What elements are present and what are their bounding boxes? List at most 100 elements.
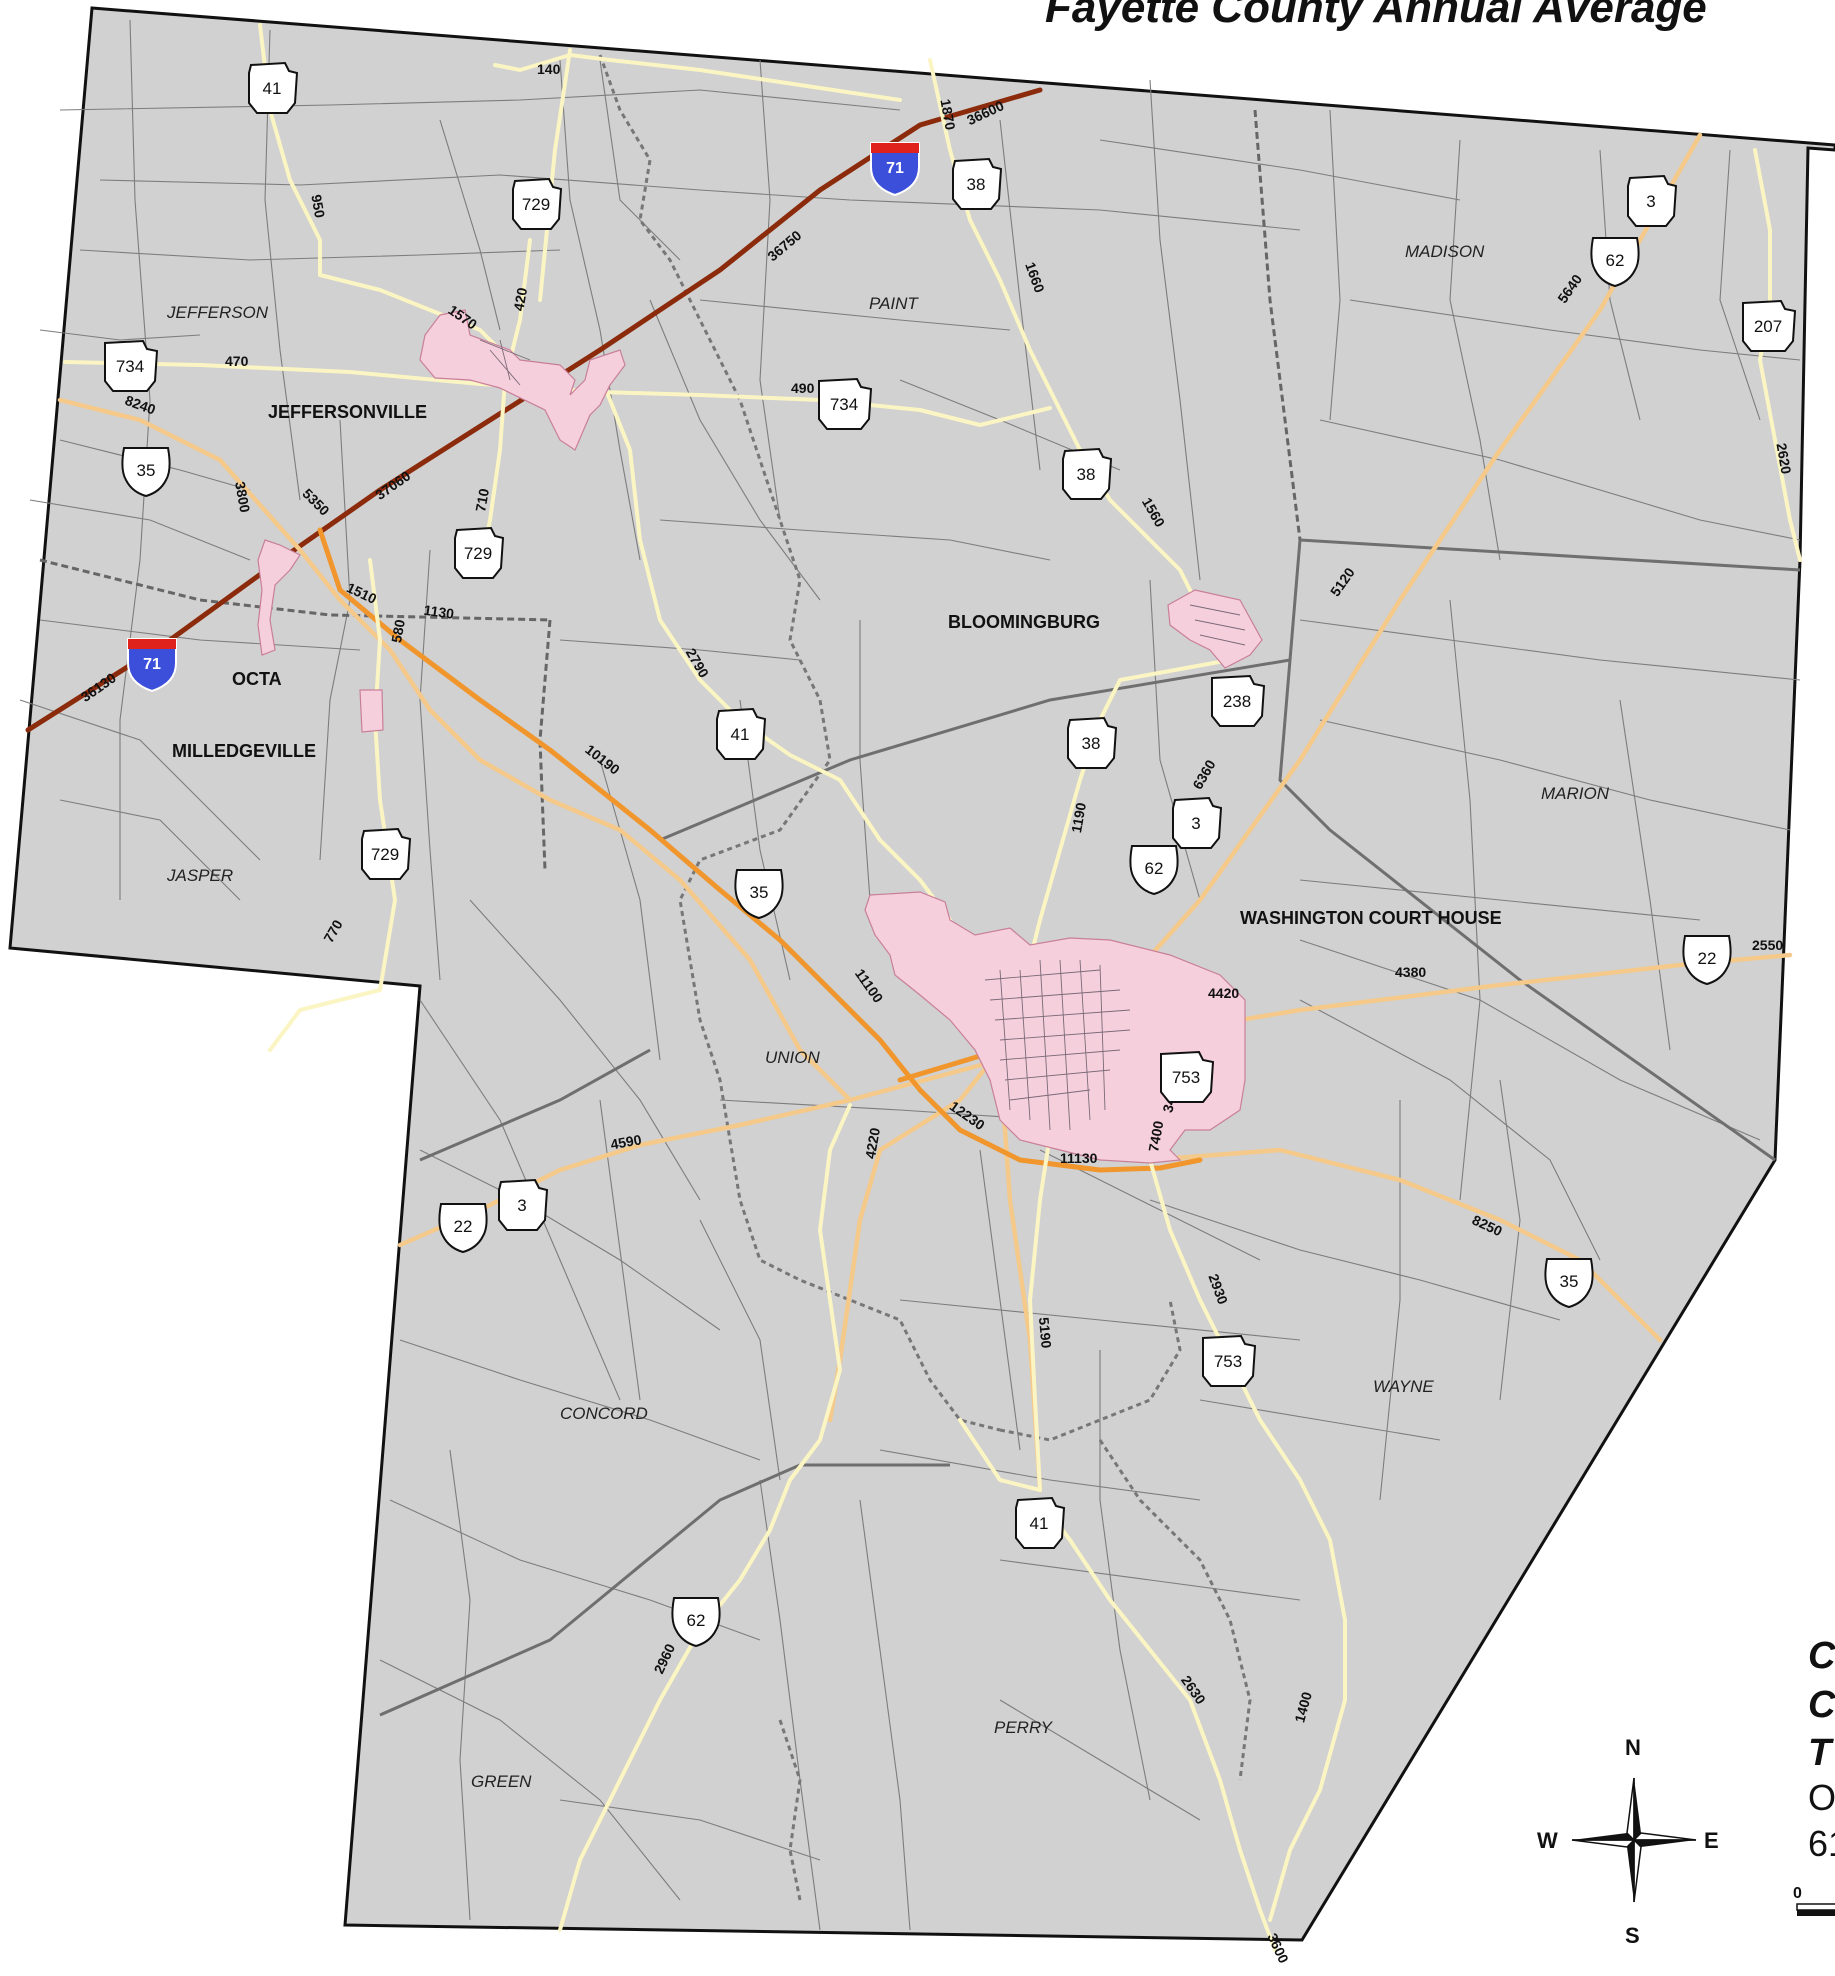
state-route-shield: 734	[104, 339, 159, 392]
township-boundaries	[39, 109, 1302, 871]
state-route-shield: 207	[1742, 299, 1797, 352]
traffic-count: 420	[510, 286, 530, 312]
township-label: PERRY	[994, 1718, 1054, 1737]
svg-text:729: 729	[464, 544, 492, 563]
traffic-count: 3800	[232, 480, 253, 514]
traffic-count: 1400	[1291, 1690, 1315, 1724]
svg-text:734: 734	[116, 357, 144, 376]
traffic-count: 470	[225, 353, 249, 369]
svg-text:41: 41	[1030, 1514, 1049, 1533]
shield-number: 71	[886, 160, 904, 177]
us-route-shield: 62	[1590, 237, 1640, 288]
traffic-count: 7400	[1145, 1119, 1166, 1153]
township-label: MARION	[1541, 784, 1610, 803]
us-route-shield: 35	[121, 447, 171, 498]
state-route-shield: 729	[512, 177, 563, 230]
us-route-shield: 35	[734, 869, 784, 920]
interstate-71-shield: 71	[870, 142, 920, 197]
township-label: JASPER	[166, 866, 233, 885]
svg-text:62: 62	[1145, 859, 1164, 878]
us-route-shield: 22	[438, 1203, 488, 1254]
svg-text:61: 61	[1808, 1823, 1835, 1864]
scale-bar: 0	[1793, 1885, 1835, 1916]
township-labels: JEFFERSON PAINT MADISON MARION JASPER UN…	[166, 242, 1610, 1791]
state-route-shield: 38	[1062, 447, 1113, 500]
place-labels: JEFFERSONVILLE BLOOMINGBURG OCTA MILLEDG…	[172, 402, 1502, 928]
traffic-count: 710	[472, 487, 492, 513]
svg-text:238: 238	[1223, 692, 1251, 711]
svg-text:38: 38	[1077, 465, 1096, 484]
state-route-shield: 238	[1211, 674, 1266, 727]
jeffersonville-area	[419, 309, 626, 451]
railroads	[379, 538, 1801, 1717]
traffic-count: 4380	[1395, 964, 1426, 980]
legend-side-text: C C T O 61	[1808, 1635, 1835, 1864]
svg-text:22: 22	[1698, 949, 1717, 968]
traffic-count: 1190	[1068, 801, 1089, 834]
traffic-count: 580	[388, 618, 408, 644]
svg-text:35: 35	[137, 461, 156, 480]
township-label: CONCORD	[560, 1404, 648, 1423]
svg-text:O: O	[1808, 1777, 1835, 1818]
township-label: WAYNE	[1373, 1377, 1434, 1396]
svg-text:62: 62	[687, 1611, 706, 1630]
svg-text:T: T	[1808, 1732, 1834, 1774]
township-label: GREEN	[471, 1772, 532, 1791]
svg-text:3: 3	[1646, 192, 1655, 211]
traffic-count: 4420	[1208, 985, 1239, 1001]
traffic-count: 4590	[609, 1131, 643, 1152]
state-route-shield: 753	[1202, 1334, 1257, 1387]
svg-text:3: 3	[1191, 814, 1200, 833]
rivers	[598, 54, 1252, 1901]
svg-text:729: 729	[522, 195, 550, 214]
us-route-shield: 62	[671, 1597, 721, 1648]
state-route-shield: 729	[454, 526, 505, 579]
traffic-count: 4220	[862, 1126, 883, 1160]
state-route-shield: 3	[498, 1178, 549, 1231]
traffic-count: 5190	[1036, 1316, 1055, 1349]
us-route-shields: 35 35 35 62 62 62 22 22	[121, 237, 1732, 1648]
township-label: PAINT	[869, 294, 919, 313]
washington-court-house-area	[864, 891, 1246, 1164]
state-route-shield: 38	[952, 157, 1003, 210]
svg-text:22: 22	[454, 1217, 473, 1236]
place-label: OCTA	[232, 669, 282, 689]
state-route-shield: 41	[1015, 1496, 1066, 1549]
us-route-shield: 35	[1544, 1258, 1594, 1309]
svg-text:753: 753	[1214, 1352, 1242, 1371]
svg-text:753: 753	[1172, 1068, 1200, 1087]
traffic-count: 1870	[937, 98, 958, 132]
state-route-shield: 41	[716, 707, 767, 760]
shield-number: 71	[143, 656, 161, 673]
state-route-shield: 38	[1067, 716, 1118, 769]
compass-west: W	[1537, 1828, 1558, 1853]
us-route-shield: 22	[1682, 935, 1732, 986]
interstate-shields: 71 71	[127, 142, 920, 693]
bloomingburg-area	[1167, 589, 1263, 669]
traffic-count: 490	[791, 380, 815, 396]
traffic-count: 11130	[1060, 1150, 1098, 1166]
township-label: UNION	[765, 1048, 821, 1067]
svg-text:734: 734	[830, 395, 858, 414]
svg-text:0: 0	[1793, 1885, 1802, 1902]
svg-text:41: 41	[263, 79, 282, 98]
state-route-shield: 734	[818, 377, 873, 430]
state-route-shield: 41	[248, 61, 299, 114]
svg-text:62: 62	[1606, 251, 1625, 270]
compass-south: S	[1625, 1923, 1640, 1948]
traffic-count: 950	[308, 193, 328, 219]
map-title: Fayette County Annual Average	[1045, 0, 1707, 32]
state-route-shield: 729	[361, 827, 412, 880]
township-label: MADISON	[1405, 242, 1485, 261]
compass-rose: N S E W	[1537, 1735, 1719, 1948]
state-route-shields: 41 41 41 729 729 729 38 38	[104, 61, 1797, 1549]
svg-text:41: 41	[731, 725, 750, 744]
state-route-shield: 3	[1172, 796, 1223, 849]
place-label: WASHINGTON COURT HOUSE	[1240, 908, 1502, 928]
svg-text:3: 3	[517, 1196, 526, 1215]
place-label: JEFFERSONVILLE	[268, 402, 427, 422]
traffic-count: 2550	[1752, 937, 1783, 953]
octa-area	[257, 539, 301, 656]
svg-text:38: 38	[967, 175, 986, 194]
town-street-grids	[479, 339, 1246, 1131]
